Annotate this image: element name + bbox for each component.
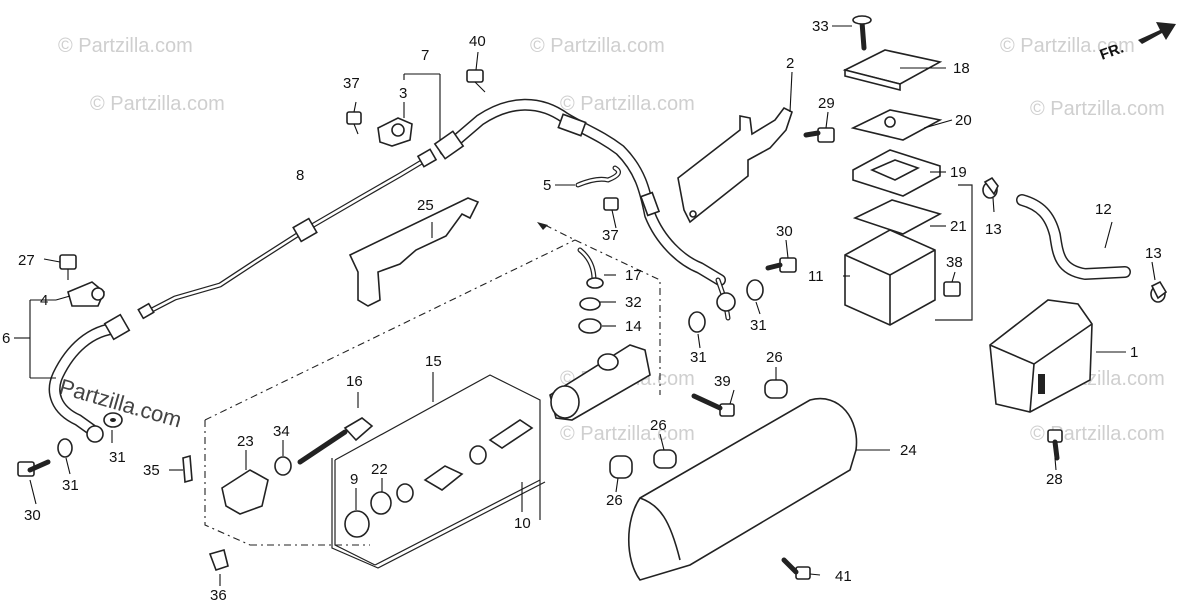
callout-18: 18	[953, 60, 970, 77]
grommets-26	[609, 379, 788, 479]
callout-36: 36	[210, 587, 227, 604]
watermark-text: © Partzilla.com	[1030, 98, 1165, 120]
callout-30: 30	[776, 223, 793, 240]
callout-26: 26	[766, 349, 783, 366]
callout-2: 2	[786, 55, 794, 72]
small-parts	[182, 176, 1168, 572]
callout-8: 8	[296, 167, 304, 184]
part-reservoir-stack	[842, 49, 943, 326]
part-bracket-2	[677, 106, 793, 224]
callout-21: 21	[950, 218, 967, 235]
callout-38: 38	[946, 254, 963, 271]
callout-13: 13	[1145, 245, 1162, 262]
callout-10: 10	[514, 515, 531, 532]
callout-3: 3	[399, 85, 407, 102]
callout-23: 23	[237, 433, 254, 450]
callout-27: 27	[18, 252, 35, 269]
part-pipe-8	[137, 148, 438, 320]
watermark-text: © Partzilla.com	[560, 423, 695, 445]
callout-30: 30	[24, 507, 41, 524]
callout-14: 14	[625, 318, 642, 335]
callout-4: 4	[40, 292, 48, 309]
callout-15: 15	[425, 353, 442, 370]
callout-29: 29	[818, 95, 835, 112]
callout-28: 28	[1046, 471, 1063, 488]
watermark-text: © Partzilla.com	[560, 93, 695, 115]
part-cover-1	[989, 299, 1093, 413]
callout-9: 9	[350, 471, 358, 488]
callout-5: 5	[543, 177, 551, 194]
watermark-text: © Partzilla.com	[58, 35, 193, 57]
callout-11: 11	[808, 268, 824, 285]
callout-34: 34	[273, 423, 290, 440]
callout-26: 26	[650, 417, 667, 434]
callout-35: 35	[143, 462, 160, 479]
callout-24: 24	[900, 442, 917, 459]
callout-37: 37	[343, 75, 360, 92]
part-fitting-17	[577, 247, 604, 289]
part-hose-12	[1016, 194, 1131, 280]
callout-25: 25	[417, 197, 434, 214]
part-hose-6	[48, 281, 131, 443]
callout-16: 16	[346, 373, 363, 390]
callout-13: 13	[985, 221, 1002, 238]
callout-31: 31	[62, 477, 79, 494]
watermark-text: © Partzilla.com	[530, 35, 665, 57]
callout-32: 32	[625, 294, 642, 311]
watermark-text: © Partzilla.com	[90, 93, 225, 115]
callout-22: 22	[371, 461, 388, 478]
bolts	[17, 15, 1063, 580]
part-cover-24	[627, 397, 858, 581]
watermark-text: © Partzilla.com	[1030, 423, 1165, 445]
watermark-text: © Partzilla.com	[1000, 35, 1135, 57]
callout-12: 12	[1095, 201, 1112, 218]
callout-20: 20	[955, 112, 972, 129]
callout-17: 17	[625, 267, 642, 284]
leader-lines	[14, 25, 1156, 586]
callout-37: 37	[602, 227, 619, 244]
callout-31: 31	[750, 317, 767, 334]
callout-31: 31	[690, 349, 707, 366]
kit-frames	[331, 374, 546, 569]
callout-6: 6	[2, 330, 10, 347]
part-master-cylinder	[549, 344, 651, 421]
callout-1: 1	[1130, 344, 1138, 361]
callout-26: 26	[606, 492, 623, 509]
front-arrow-icon	[1138, 22, 1176, 44]
bracket-frame	[935, 184, 973, 321]
assembly-frame	[204, 222, 661, 546]
part-bracket-25	[348, 197, 480, 307]
part-clip-5	[575, 165, 621, 188]
front-direction-indicator: FR.	[1098, 22, 1176, 64]
callout-33: 33	[812, 18, 829, 35]
callout-31: 31	[109, 449, 126, 466]
callout-41: 41	[835, 568, 852, 585]
callout-19: 19	[950, 164, 967, 181]
part-piston-kit	[297, 417, 534, 538]
part-hose-7	[433, 98, 736, 321]
callout-7: 7	[421, 47, 429, 64]
callout-40: 40	[469, 33, 486, 50]
callout-labels: 1 2 3 4 5 6 7 8 9 10 11 12 13 13 14 15 1…	[2, 18, 1162, 604]
callout-39: 39	[714, 373, 731, 390]
part-clamp-3	[377, 117, 413, 147]
